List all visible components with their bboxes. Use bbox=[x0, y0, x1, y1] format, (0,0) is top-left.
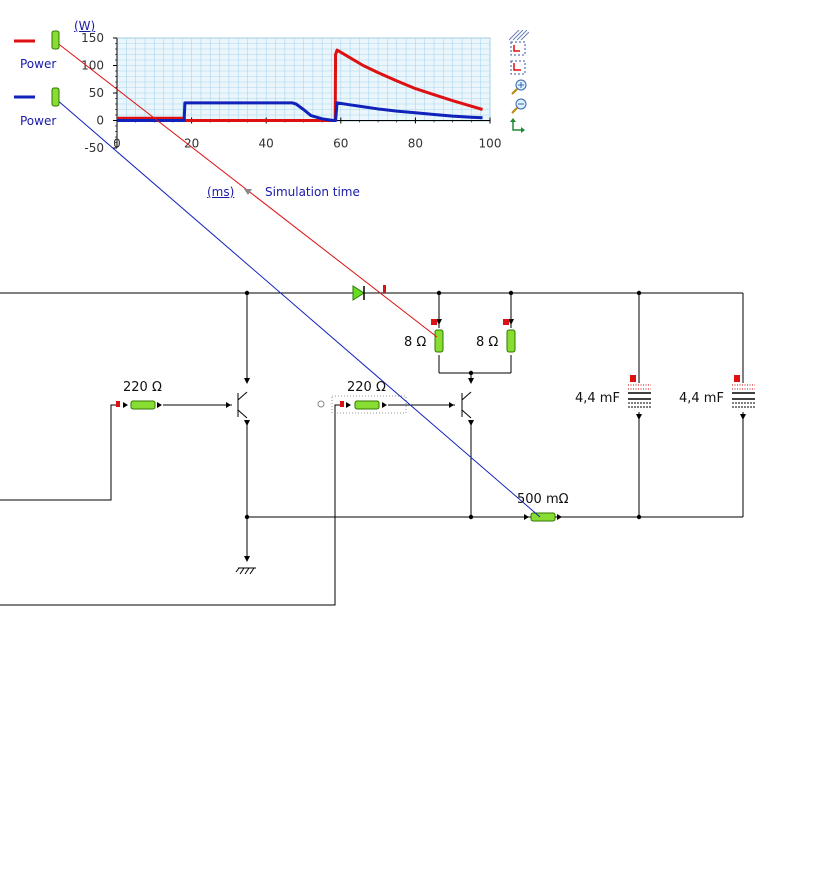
legend-probe-red[interactable] bbox=[14, 30, 60, 50]
y-tick-label: -50 bbox=[84, 141, 104, 155]
junction-dots bbox=[244, 290, 642, 520]
x-unit-link[interactable]: (ms) bbox=[207, 185, 235, 199]
y-tick-label: 50 bbox=[89, 86, 104, 100]
capacitor-2[interactable] bbox=[732, 375, 755, 408]
resistor-500-mohm[interactable] bbox=[530, 512, 556, 522]
label-c2: 4,4 mF bbox=[679, 391, 724, 406]
y-tick-label: 100 bbox=[81, 59, 104, 73]
legend-label-blue: Power bbox=[20, 114, 57, 128]
resistor-220-mid[interactable] bbox=[317, 395, 407, 414]
zoom-out-icon[interactable] bbox=[509, 97, 529, 115]
label-r-left: 220 Ω bbox=[123, 380, 162, 395]
autoscale-icon[interactable] bbox=[508, 27, 530, 45]
x-tick-label: 20 bbox=[184, 137, 199, 151]
rescale-icon[interactable] bbox=[509, 117, 529, 135]
resistor-8-ohm-1[interactable] bbox=[431, 319, 444, 353]
label-r-load1: 8 Ω bbox=[404, 335, 427, 350]
label-r-load2: 8 Ω bbox=[476, 335, 499, 350]
x-tick-label: 0 bbox=[113, 137, 121, 151]
series-line-1 bbox=[117, 101, 483, 122]
label-r-mid: 220 Ω bbox=[347, 380, 386, 395]
label-r-sense: 500 mΩ bbox=[517, 492, 569, 507]
legend-label-red: Power bbox=[20, 57, 57, 71]
x-axis-dropdown-icon[interactable] bbox=[244, 189, 252, 195]
x-tick-label: 100 bbox=[479, 137, 502, 151]
y-unit-link[interactable]: (W) bbox=[74, 19, 96, 33]
x-tick-label: 60 bbox=[333, 137, 348, 151]
series-line-0 bbox=[117, 48, 483, 122]
circuit-wires bbox=[0, 292, 744, 606]
plot-series bbox=[117, 48, 483, 122]
y-tick-label: 150 bbox=[81, 31, 104, 45]
probe-wire-blue bbox=[55, 98, 541, 518]
capacitor-1[interactable] bbox=[628, 375, 651, 408]
fit-x-icon[interactable] bbox=[509, 40, 529, 58]
resistor-8-ohm-2[interactable] bbox=[503, 319, 516, 353]
resistor-220-left[interactable] bbox=[116, 400, 156, 410]
fit-y-icon[interactable] bbox=[509, 59, 529, 77]
x-axis-label: Simulation time bbox=[265, 185, 360, 199]
legend-probe-blue[interactable] bbox=[14, 87, 60, 107]
zoom-in-icon[interactable] bbox=[509, 78, 529, 96]
diode[interactable] bbox=[352, 285, 386, 301]
x-tick-label: 80 bbox=[408, 137, 423, 151]
y-tick-label: 0 bbox=[96, 114, 104, 128]
label-c1: 4,4 mF bbox=[575, 391, 620, 406]
x-tick-label: 40 bbox=[259, 137, 274, 151]
plot: 0 20 40 60 80 100 150 100 50 0 -50 bbox=[81, 31, 501, 155]
current-arrows bbox=[123, 319, 746, 562]
